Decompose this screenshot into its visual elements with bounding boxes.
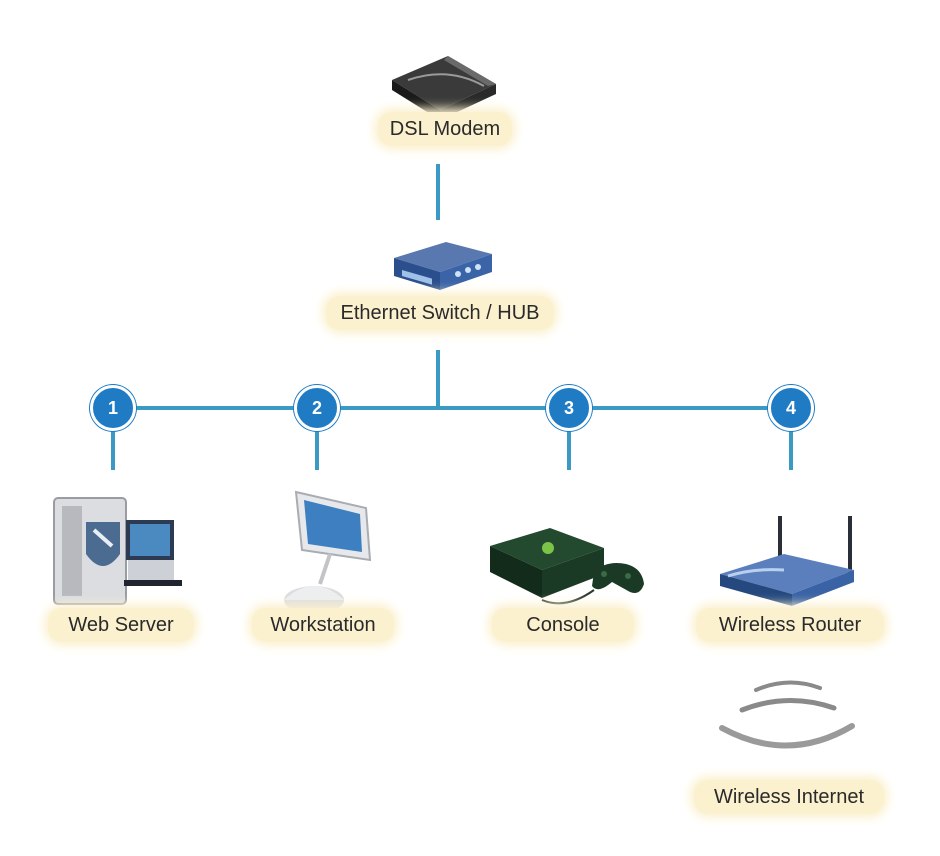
- port-4-badge: 4: [768, 385, 814, 431]
- port-1-drop-line: [111, 428, 115, 470]
- wireless-router-icon: [714, 510, 860, 610]
- wireless-signal-icon: [716, 676, 858, 752]
- ethernet-switch-icon: [388, 238, 496, 294]
- modem-to-switch-line: [436, 164, 440, 220]
- dsl-modem-label: DSL Modem: [378, 112, 512, 146]
- workstation-computer-icon: [280, 488, 384, 612]
- port-2-drop-line: [315, 428, 319, 470]
- dsl-modem-icon: [388, 50, 500, 122]
- server-computer-icon: [48, 494, 188, 608]
- ethernet-switch-label: Ethernet Switch / HUB: [326, 296, 554, 330]
- port-3-drop-line: [567, 428, 571, 470]
- wireless-internet-label: Wireless Internet: [694, 780, 884, 814]
- console-label: Console: [492, 608, 634, 642]
- wireless-router-label: Wireless Router: [696, 608, 884, 642]
- switch-to-bus-line: [436, 350, 440, 408]
- port-4-drop-line: [789, 428, 793, 470]
- web-server-label: Web Server: [48, 608, 194, 642]
- port-2-badge: 2: [294, 385, 340, 431]
- port-3-badge: 3: [546, 385, 592, 431]
- port-bus-line: [113, 406, 791, 410]
- game-console-icon: [486, 520, 648, 612]
- port-1-badge: 1: [90, 385, 136, 431]
- workstation-label: Workstation: [252, 608, 394, 642]
